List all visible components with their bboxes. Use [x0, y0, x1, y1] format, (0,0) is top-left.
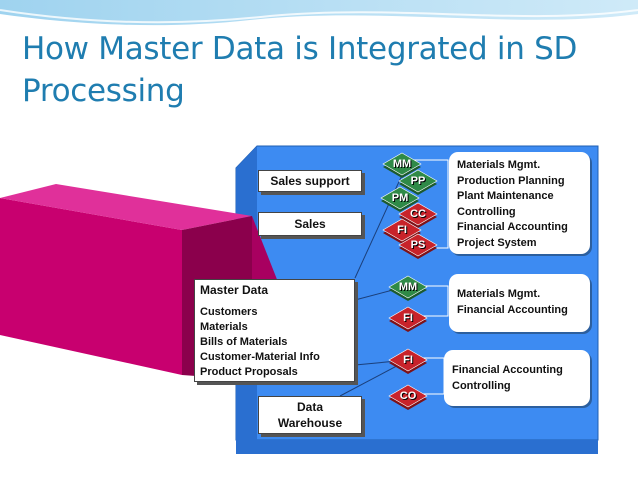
master-data-item: Customer-Material Info [200, 350, 320, 365]
module-label-mm: MM [380, 158, 424, 170]
module-label-pm: PM [378, 192, 422, 204]
module-label-ps: PS [396, 239, 440, 251]
description-line: Controlling [452, 379, 582, 395]
description-line: Financial Accounting [457, 303, 582, 319]
description-line: Controlling [457, 205, 582, 221]
description-line: Financial Accounting [452, 363, 582, 379]
sales-label: Sales [294, 217, 325, 231]
master-data-item: Bills of Materials [200, 335, 320, 350]
description-line: Project System [457, 236, 582, 252]
description-line: Materials Mgmt. [457, 158, 582, 174]
description-line: Production Planning [457, 174, 582, 190]
sales-support-label: Sales support [270, 174, 349, 188]
modules-description-1: Materials Mgmt. Production Planning Plan… [449, 152, 590, 254]
module-label-fi: FI [380, 224, 424, 236]
module-label-pp: PP [396, 175, 440, 187]
data-warehouse-label: Data Warehouse [278, 399, 342, 431]
sales-box: Sales [258, 212, 362, 236]
master-data-title: Master Data [200, 283, 268, 297]
description-line: Materials Mgmt. [457, 287, 582, 303]
sales-support-box: Sales support [258, 170, 362, 192]
module-label-co: CO [386, 390, 430, 402]
data-warehouse-box: Data Warehouse [258, 396, 362, 434]
modules-description-3: Financial Accounting Controlling [444, 350, 590, 406]
module-label-cc: CC [396, 208, 440, 220]
module-label-fi: FI [386, 312, 430, 324]
panel-bottom-shadow [236, 440, 598, 454]
description-line: Financial Accounting [457, 220, 582, 236]
modules-description-2: Materials Mgmt. Financial Accounting [449, 274, 590, 332]
master-data-item: Product Proposals [200, 365, 320, 380]
master-data-box: Master Data Customers Materials Bills of… [194, 279, 355, 382]
master-data-item: Materials [200, 320, 320, 335]
module-label-mm: MM [386, 281, 430, 293]
description-line: Plant Maintenance [457, 189, 582, 205]
master-data-item: Customers [200, 305, 320, 320]
master-data-list: Customers Materials Bills of Materials C… [200, 305, 320, 380]
module-label-fi: FI [386, 354, 430, 366]
